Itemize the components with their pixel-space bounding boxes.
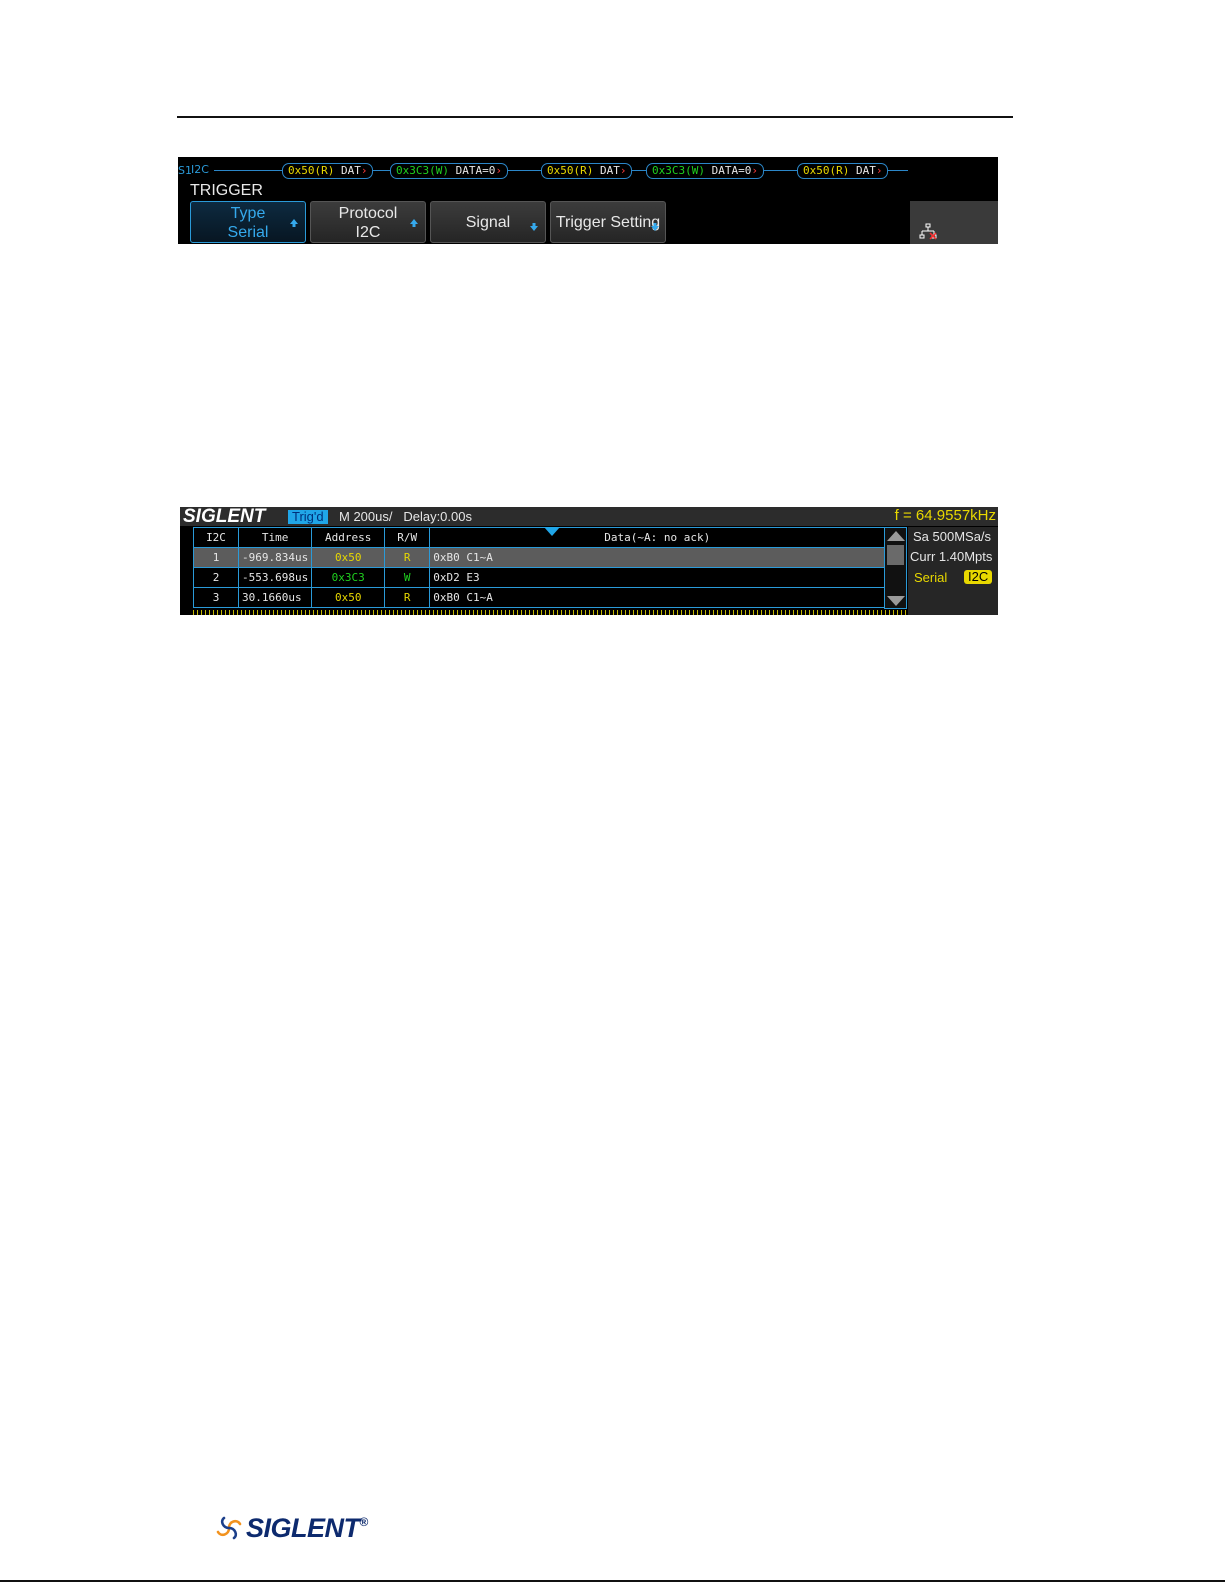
menu-title: TRIGGER	[190, 182, 263, 199]
timebase-readout: M 200us/ Delay:0.00s	[339, 509, 472, 524]
row-data: 0xB0 C1~A	[429, 547, 886, 568]
decode-packet: 0x3C3(W) DATA=0›	[646, 163, 764, 179]
decode-table: I2C Time Address R/W Data(~A: no ack) 1 …	[193, 527, 886, 608]
column-header: R/W	[384, 527, 431, 548]
waveform-trace	[193, 610, 907, 615]
column-header: Address	[311, 527, 386, 548]
row-index: 1	[193, 547, 239, 568]
signal-button[interactable]: Signal	[430, 201, 546, 243]
decode-packet: 0x50(R) DAT›	[541, 163, 633, 179]
sample-rate: Sa 500MSa/s	[913, 529, 992, 544]
column-header: Time	[237, 527, 313, 548]
scroll-down-icon[interactable]	[887, 596, 905, 606]
row-time: -553.698us	[237, 567, 313, 588]
network-icon	[919, 223, 937, 240]
row-rw: R	[384, 547, 431, 568]
siglent-logo: SIGLENT	[183, 507, 266, 527]
memory-depth: Curr 1.40Mpts	[910, 549, 993, 564]
type-button[interactable]: Type Serial	[190, 201, 306, 243]
row-data: 0xD2 E3	[429, 567, 886, 588]
up-arrow-icon	[410, 219, 418, 227]
protocol-button-label: Protocol	[338, 205, 398, 222]
protocol-button[interactable]: Protocol I2C	[310, 201, 426, 243]
trigger-position-marker	[544, 527, 560, 536]
type-button-value: Serial	[227, 224, 269, 241]
decode-list-screenshot: SIGLENT Trig'd M 200us/ Delay:0.00s f = …	[180, 507, 998, 615]
protocol-badge: I2C	[964, 570, 993, 584]
trigger-status-badge: Trig'd	[288, 510, 328, 524]
header-rule	[177, 116, 1013, 118]
row-time: -969.834us	[237, 547, 313, 568]
row-time: 30.1660us	[237, 587, 313, 608]
scroll-up-icon[interactable]	[887, 531, 905, 541]
decode-bus-strip: S1 I2C 0x50(R) DAT› 0x3C3(W) DATA=0› 0x5…	[178, 162, 910, 179]
row-index: 3	[193, 587, 239, 608]
row-rw: W	[384, 567, 431, 588]
row-data: 0xB0 C1~A	[429, 587, 886, 608]
status-bar: SIGLENT Trig'd M 200us/ Delay:0.00s f = …	[180, 507, 998, 527]
bus-channel-label: S1	[178, 164, 192, 177]
row-index: 2	[193, 567, 239, 588]
column-header: Data(~A: no ack)	[429, 527, 886, 548]
frequency-readout: f = 64.9557kHz	[894, 507, 996, 524]
siglent-swirl-icon	[216, 1516, 242, 1540]
column-header: I2C	[193, 527, 239, 548]
decode-packet: 0x3C3(W) DATA=0›	[390, 163, 508, 179]
table-row[interactable]: 3 30.1660us 0x50 R 0xB0 C1~A	[193, 587, 886, 608]
trigger-screenshot: S1 I2C 0x50(R) DAT› 0x3C3(W) DATA=0› 0x5…	[178, 157, 998, 244]
protocol-button-value: I2C	[355, 224, 381, 241]
row-address: 0x3C3	[311, 567, 386, 588]
signal-button-label: Signal	[465, 214, 511, 231]
row-address: 0x50	[311, 547, 386, 568]
table-row[interactable]: 2 -553.698us 0x3C3 W 0xD2 E3	[193, 567, 886, 588]
down-arrow-icon	[530, 223, 538, 231]
table-header-row: I2C Time Address R/W Data(~A: no ack)	[193, 527, 886, 548]
footer-rule	[0, 1580, 1225, 1582]
decode-packet: 0x50(R) DAT›	[282, 163, 374, 179]
status-panel	[910, 201, 998, 244]
type-button-label: Type	[230, 205, 266, 222]
scroll-thumb[interactable]	[887, 545, 904, 565]
trigger-setting-button[interactable]: Trigger Setting	[550, 201, 666, 243]
bus-protocol-label: I2C	[191, 163, 209, 176]
up-arrow-icon	[290, 219, 298, 227]
acquisition-panel: Sa 500MSa/s Curr 1.40Mpts Serial I2C	[908, 527, 998, 615]
decode-mode-label: Serial	[914, 570, 948, 585]
table-scrollbar[interactable]	[884, 527, 907, 609]
footer-brand-name: SIGLENT®	[246, 1513, 368, 1543]
table-row[interactable]: 1 -969.834us 0x50 R 0xB0 C1~A	[193, 547, 886, 568]
decode-packet: 0x50(R) DAT›	[797, 163, 889, 179]
row-address: 0x50	[311, 587, 386, 608]
trigger-setting-button-label: Trigger Setting	[555, 214, 661, 231]
down-arrow-icon	[651, 223, 659, 231]
row-rw: R	[384, 587, 431, 608]
